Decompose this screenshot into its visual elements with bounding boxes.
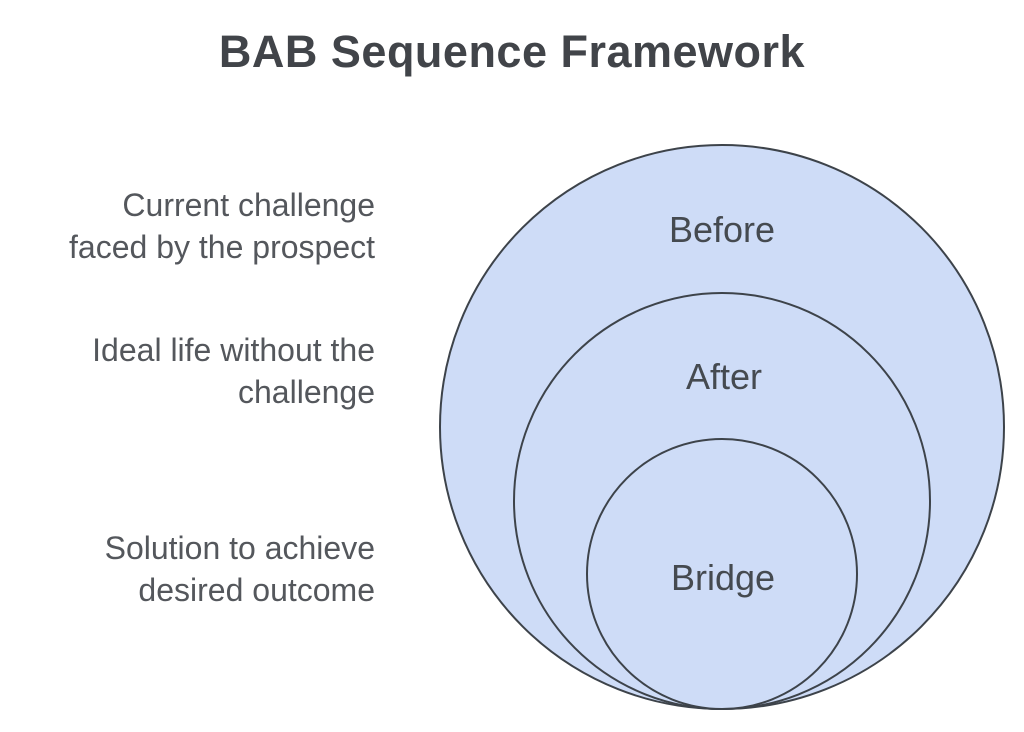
page-title: BAB Sequence Framework <box>218 26 806 77</box>
label-current-challenge: Current challenge faced by the prospect <box>20 184 375 268</box>
label-solution: Solution to achieve desired outcome <box>20 527 375 611</box>
label-line: Solution to achieve <box>104 530 375 566</box>
label-line: Ideal life without the <box>92 332 375 368</box>
label-line: Current challenge <box>122 187 375 223</box>
label-line: desired outcome <box>138 572 375 608</box>
label-line: challenge <box>238 374 375 410</box>
label-line: faced by the prospect <box>69 229 375 265</box>
circle-bridge <box>586 438 858 710</box>
left-labels-column: Current challenge faced by the prospect … <box>20 0 375 732</box>
label-ideal-life: Ideal life without the challenge <box>20 329 375 413</box>
circle-label-after: After <box>685 356 763 397</box>
circle-label-before: Before <box>668 209 776 250</box>
circle-label-bridge: Bridge <box>670 557 776 598</box>
